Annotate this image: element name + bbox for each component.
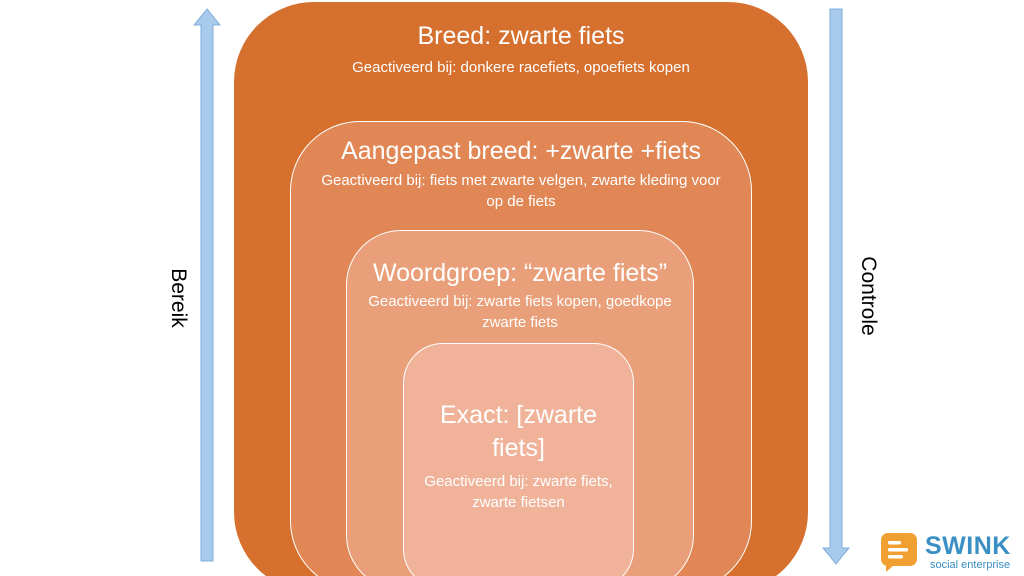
level-broad-title: Breed: zwarte fiets [417, 22, 625, 50]
level-exact-subtitle: Geactiveerd bij: zwarte fiets, zwarte fi… [424, 473, 613, 511]
level-broad-box: Breed: zwarte fiets Geactiveerd bij: don… [234, 2, 808, 576]
level-exact-title: Exact: [zwarte fiets] [440, 401, 597, 462]
level-modified-broad-subtitle: Geactiveerd bij: fiets met zwarte velgen… [321, 172, 721, 210]
speech-bubble-logo-icon [881, 533, 917, 572]
level-exact-box: Exact: [zwarte fiets] Geactiveerd bij: z… [403, 343, 634, 576]
logo-tagline: social enterprise [930, 559, 1011, 571]
logo-name: SWINK [925, 532, 1011, 560]
control-axis-label: Controle [857, 256, 880, 336]
level-modified-broad-title: Aangepast breed: +zwarte +fiets [341, 137, 701, 165]
reach-arrow-up-icon [193, 8, 221, 562]
control-arrow-down-icon [822, 8, 850, 565]
reach-axis-label: Bereik [167, 268, 190, 328]
swink-logo: SWINK social enterprise [880, 532, 1020, 574]
level-phrase-box: Woordgroep: “zwarte fiets” Geactiveerd b… [346, 230, 694, 576]
level-phrase-subtitle: Geactiveerd bij: zwarte fiets kopen, goe… [368, 293, 672, 331]
level-modified-broad-box: Aangepast breed: +zwarte +fiets Geactive… [290, 121, 752, 576]
level-broad-subtitle: Geactiveerd bij: donkere racefiets, opoe… [352, 59, 690, 76]
level-phrase-title: Woordgroep: “zwarte fiets” [372, 259, 668, 287]
